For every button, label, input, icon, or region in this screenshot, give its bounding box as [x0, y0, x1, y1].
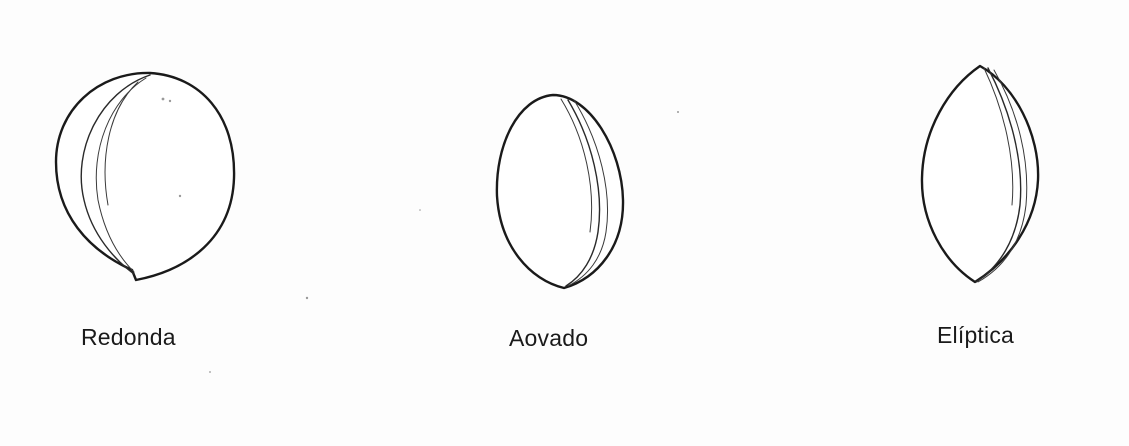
elliptic-shape-label: Elíptica: [937, 322, 1014, 349]
round-shape-label: Redonda: [81, 324, 176, 351]
round-seed-drawing: [56, 73, 234, 280]
ovate-seed-drawing: [497, 95, 679, 288]
ovate-shape-label: Aovado: [509, 325, 588, 352]
elliptic-seed-drawing: [922, 66, 1038, 282]
